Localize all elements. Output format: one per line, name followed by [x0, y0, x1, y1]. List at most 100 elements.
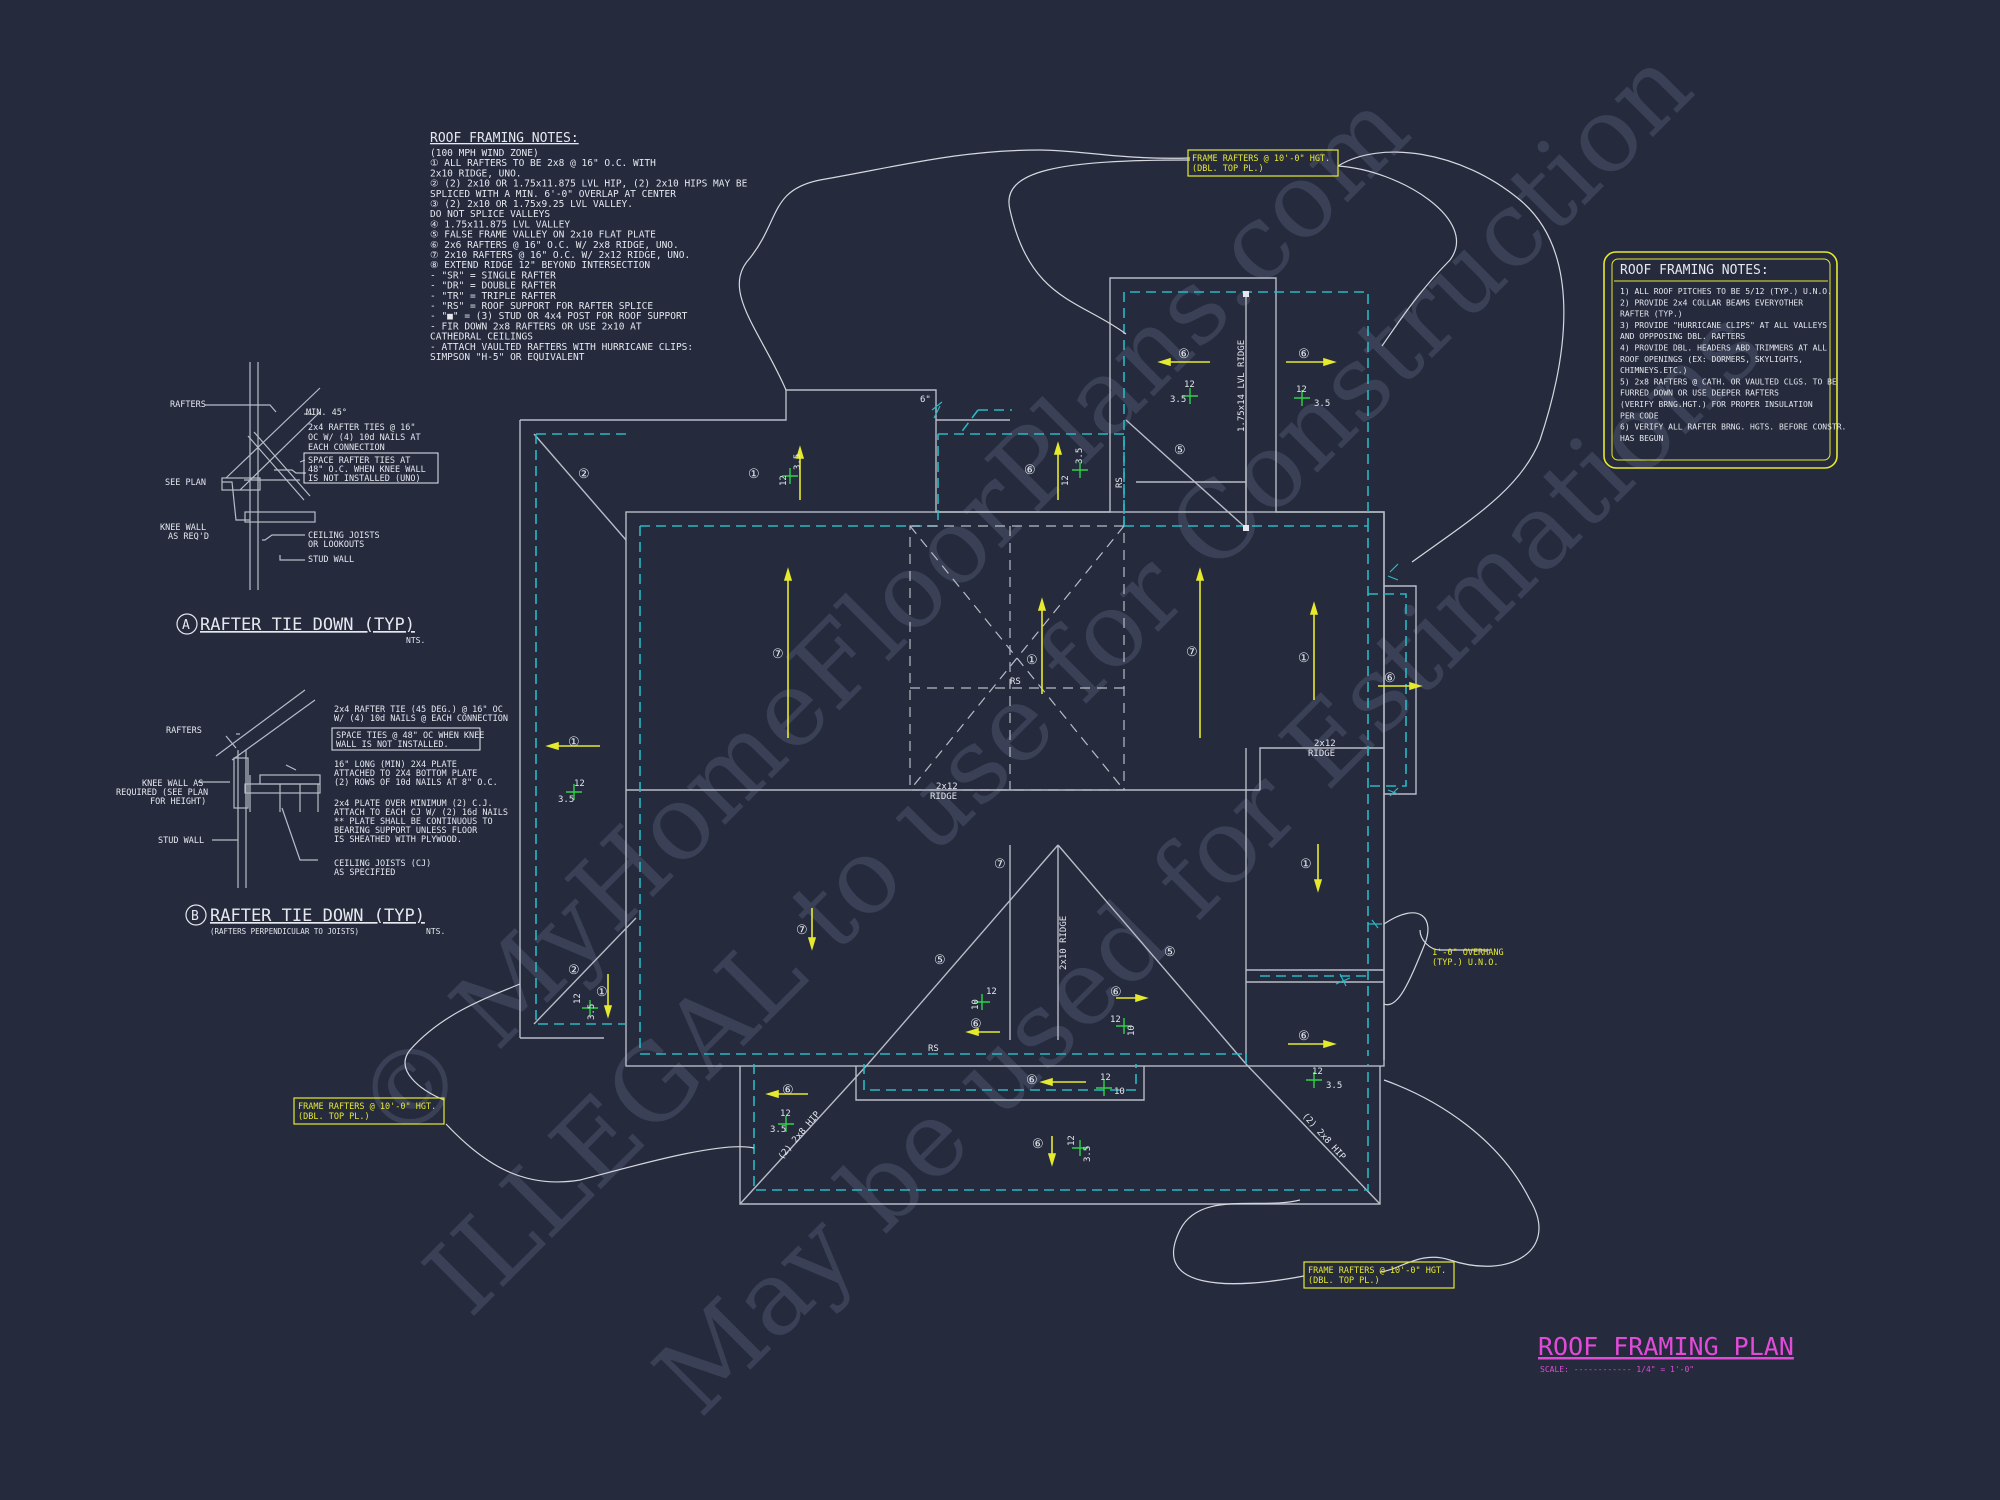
- detail-b-labels: 2x4 RAFTER TIE (45 DEG.) @ 16" OC W/ (4)…: [116, 705, 508, 878]
- detail-a-note-box: [303, 452, 439, 484]
- note-ref: ⑥: [782, 1083, 794, 1098]
- note-ref: ⑥: [1110, 985, 1122, 1000]
- rafter-direction-arrows: [545, 357, 1423, 1167]
- note-line: PER CODE: [1620, 411, 1659, 420]
- detail-b-box-label-2: WALL IS NOT INSTALLED.: [336, 740, 449, 750]
- note-line: 6) VERIFY ALL RAFTER BRNG. HGTS. BEFORE …: [1620, 423, 1846, 432]
- pitch-run: 12: [779, 475, 789, 486]
- overhang-tick-label: 6": [920, 395, 931, 405]
- note-line: - "■" = (3) STUD OR 4x4 POST FOR ROOF SU…: [430, 311, 688, 322]
- note-line: - ATTACH VAULTED RAFTERS WITH HURRICANE …: [430, 342, 693, 353]
- note-ref: ⑤: [1164, 945, 1176, 960]
- detail-b-stud-label: STUD WALL: [158, 836, 204, 846]
- plan-title: ROOF FRAMING PLAN: [1538, 1332, 1794, 1361]
- note-ref: ⑦: [1186, 645, 1198, 660]
- detail-b-scale: NTS.: [426, 927, 445, 936]
- pitch-rise: 3.5: [558, 795, 574, 805]
- roof-framing-notes-right: ROOF FRAMING NOTES: 1) ALL ROOF PITCHES …: [1603, 251, 1846, 469]
- pitch-run: 12: [1067, 1135, 1077, 1146]
- pitch-rise: 3.5: [587, 1004, 597, 1020]
- frame-rafters-callout-bottom: FRAME RAFTERS @ 10'-0" HGT. (DBL. TOP PL…: [1303, 1261, 1455, 1289]
- overhang-line-1: 1'-0" OVERHANG: [1432, 948, 1504, 958]
- note-ref: ①: [748, 467, 760, 482]
- detail-b-plate-label-1: 16" LONG (MIN) 2X4 PLATE: [334, 760, 457, 770]
- note-line: ① ALL RAFTERS TO BE 2x8 @ 16" O.C. WITH: [430, 158, 656, 169]
- callout-top-box: [1187, 149, 1339, 177]
- notes-right-inner-frame: [1611, 258, 1831, 461]
- frame-rafters-callout-top: FRAME RAFTERS @ 10'-0" HGT. (DBL. TOP PL…: [1187, 149, 1339, 177]
- detail-a-box-label-3: IS NOT INSTALLED (UNO): [308, 474, 421, 484]
- note-line: ③ (2) 2x10 OR 1.75x9.25 LVL VALLEY.: [430, 199, 633, 210]
- detail-b-cj-label-2: ATTACH TO EACH CJ W/ (2) 16d NAILS: [334, 808, 508, 818]
- plan-title-block: ROOF FRAMING PLAN SCALE: ------------ 1/…: [1538, 1332, 1794, 1374]
- note-ref: ⑦: [796, 923, 808, 938]
- detail-a-knee-label-1: KNEE WALL: [160, 523, 206, 533]
- detail-b-title: RAFTER TIE DOWN (TYP): [210, 906, 425, 926]
- callout-left-line-2: (DBL. TOP PL.): [298, 1112, 370, 1122]
- pitch-run: 12: [986, 987, 997, 997]
- detail-b-knee-label-1: KNEE WALL AS: [142, 779, 203, 789]
- note-line: ⑦ 2x10 RAFTERS @ 16" O.C. W/ 2x12 RIDGE,…: [430, 250, 690, 261]
- note-line: - "DR" = DOUBLE RAFTER: [430, 281, 556, 292]
- pitch-run: 12: [1061, 475, 1071, 486]
- detail-a-labels: RAFTERS MIN. 45° 2x4 RAFTER TIES @ 16" O…: [160, 400, 439, 565]
- note-line: 5) 2x8 RAFTERS @ CATH. OR VAULTED CLGS. …: [1620, 377, 1837, 386]
- pitch-rise: 3.5: [1083, 1146, 1093, 1162]
- plan-scale: SCALE: ------------ 1/4" = 1'-0": [1540, 1365, 1694, 1374]
- notes-right-lines: 1) ALL ROOF PITCHES TO BE 5/12 (TYP.) U.…: [1620, 287, 1846, 443]
- detail-a-tie-label-1: 2x4 RAFTER TIES @ 16": [308, 423, 415, 433]
- roof-plan-posts: [1243, 291, 1249, 531]
- detail-a-scale: NTS.: [406, 636, 425, 645]
- detail-b-marker: B: [191, 909, 199, 924]
- rs-label-center: RS: [1010, 677, 1021, 687]
- note-ref: ⑥: [1026, 1073, 1038, 1088]
- note-line: - "RS" = ROOF SUPPORT FOR RAFTER SPLICE: [430, 301, 653, 312]
- detail-a-knee-label-2: AS REQ'D: [168, 532, 209, 542]
- detail-b-subtitle: (RAFTERS PERPENDICULAR TO JOISTS): [210, 927, 359, 936]
- detail-b-joists-label-2: AS SPECIFIED: [334, 868, 395, 878]
- note-line: SIMPSON "H-5" OR EQUIVALENT: [430, 352, 585, 363]
- rs-label-top: RS: [1115, 477, 1125, 488]
- lvl-ridge-label: 1.75x14 LVL RIDGE: [1237, 340, 1247, 432]
- note-line: 4) PROVIDE DBL. HEADERS ABD TRIMMERS AT …: [1620, 344, 1827, 353]
- callout-top-line-1: FRAME RAFTERS @ 10'-0" HGT.: [1192, 154, 1330, 164]
- notes-left-lines: (100 MPH WIND ZONE)① ALL RAFTERS TO BE 2…: [430, 148, 748, 363]
- note-line: DO NOT SPLICE VALLEYS: [430, 209, 550, 220]
- detail-a-cj-label-2: OR LOOKOUTS: [308, 540, 364, 550]
- detail-b-note-box: [331, 727, 481, 751]
- callout-bottom-line-1: FRAME RAFTERS @ 10'-0" HGT.: [1308, 1266, 1446, 1276]
- overhang-line-2: (TYP.) U.N.O.: [1432, 958, 1499, 968]
- note-ref: ⑦: [994, 857, 1006, 872]
- note-ref: ⑦: [772, 647, 784, 662]
- rs-label-bottom: RS: [928, 1044, 939, 1054]
- detail-b-tie-label-1: 2x4 RAFTER TIE (45 DEG.) @ 16" OC: [334, 705, 503, 715]
- notes-left-title: ROOF FRAMING NOTES:: [430, 131, 579, 146]
- note-ref: ②: [568, 963, 580, 978]
- note-ref: ⑥: [1384, 671, 1396, 686]
- detail-b-rafters-label: RAFTERS: [166, 726, 202, 736]
- note-line: HAS BEGUN: [1620, 434, 1664, 443]
- note-ref: ⑥: [1024, 463, 1036, 478]
- ridge-2x12-label-right: 2x12: [1314, 739, 1336, 749]
- note-line: (100 MPH WIND ZONE): [430, 148, 539, 159]
- note-line: SPLICED WITH A MIN. 6'-0" OVERLAP AT CEN…: [430, 189, 676, 200]
- note-ref: ⑥: [1178, 347, 1190, 362]
- detail-b-cj-label-1: 2x4 PLATE OVER MINIMUM (2) C.J.: [334, 799, 493, 809]
- pitch-rise: 3.5: [1314, 399, 1330, 409]
- notes-right-title: ROOF FRAMING NOTES:: [1620, 263, 1769, 278]
- note-line: RAFTER (TYP.): [1620, 310, 1683, 319]
- note-line: (VERIFY BRNG.HGT.) FOR PROPER INSULATION: [1620, 400, 1813, 409]
- note-line: CATHEDRAL CEILINGS: [430, 332, 533, 343]
- detail-b-knee-label-3: FOR HEIGHT): [150, 797, 206, 807]
- detail-b-tie-label-2: W/ (4) 10d NAILS @ EACH CONNECTION: [334, 714, 508, 724]
- overhang-callout: 1'-0" OVERHANG (TYP.) U.N.O.: [1432, 948, 1504, 968]
- pitch-run: 12: [1296, 385, 1307, 395]
- pitch-run: 12: [780, 1109, 791, 1119]
- note-line: 1) ALL ROOF PITCHES TO BE 5/12 (TYP.) U.…: [1620, 287, 1832, 296]
- roof-framing-notes-left: ROOF FRAMING NOTES: (100 MPH WIND ZONE)①…: [430, 131, 748, 363]
- detail-b-marker-circle: [185, 904, 207, 926]
- detail-b-joists-label-1: CEILING JOISTS (CJ): [334, 859, 431, 869]
- detail-a-stud-label: STUD WALL: [308, 555, 354, 565]
- callout-bottom-box: [1303, 1261, 1455, 1289]
- detail-a-tie-label-2: OC W/ (4) 10d NAILS AT: [308, 433, 421, 443]
